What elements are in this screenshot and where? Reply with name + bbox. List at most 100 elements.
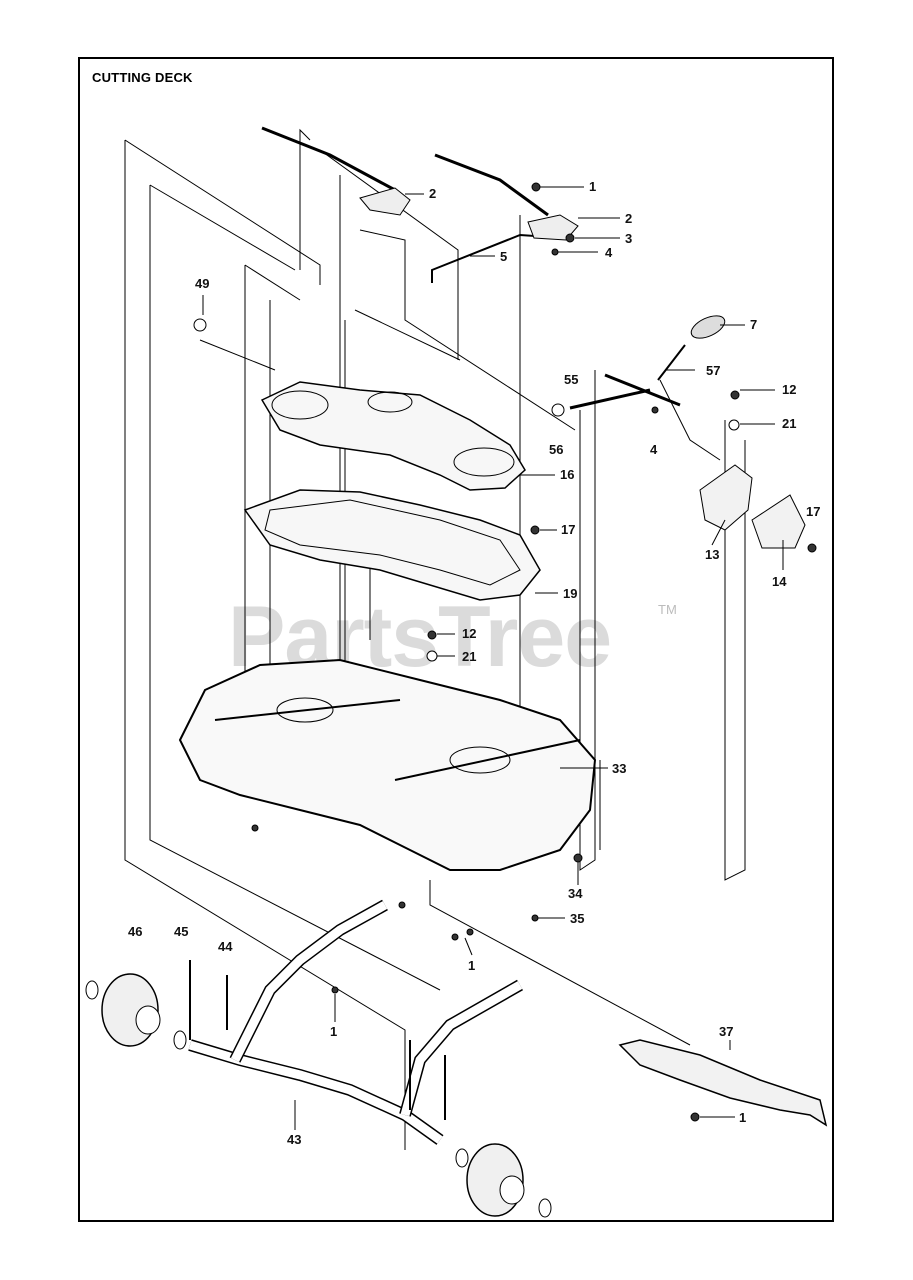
bolt-12b bbox=[427, 630, 437, 640]
wheel-right-hub bbox=[499, 1175, 525, 1205]
callout-13: 13 bbox=[705, 547, 720, 562]
callout-4: 4 bbox=[650, 442, 658, 457]
callout-49: 49 bbox=[195, 276, 210, 291]
washer-56 bbox=[551, 403, 565, 417]
projection-line bbox=[299, 128, 311, 270]
deck-baffle bbox=[618, 1039, 828, 1127]
projection-line bbox=[149, 185, 441, 991]
blade-right bbox=[394, 739, 581, 781]
projection-line bbox=[319, 149, 459, 360]
nut-1d bbox=[690, 1112, 700, 1122]
nut-1c bbox=[331, 986, 339, 994]
callout-56: 56 bbox=[549, 442, 564, 457]
clip-49 bbox=[193, 318, 207, 332]
nut-1b bbox=[451, 933, 459, 941]
nut-1b2 bbox=[466, 928, 474, 936]
belt-guard-inner bbox=[264, 499, 521, 586]
height-plate bbox=[699, 464, 753, 531]
nut-deck-left bbox=[251, 824, 259, 832]
callout-55: 55 bbox=[564, 372, 579, 387]
wheel-left-hub bbox=[135, 1005, 161, 1035]
nut-deck bbox=[398, 901, 406, 909]
callout-3: 3 bbox=[625, 231, 633, 246]
front-lift-shaft bbox=[434, 153, 549, 217]
nut-34 bbox=[573, 853, 583, 863]
callout-34: 34 bbox=[568, 886, 583, 901]
projection-line bbox=[359, 229, 576, 431]
axle-arm-left bbox=[229, 899, 388, 1063]
projection-line bbox=[724, 420, 746, 881]
callout-16: 16 bbox=[560, 467, 575, 482]
projection-line bbox=[659, 379, 721, 461]
washer-right bbox=[455, 1148, 469, 1168]
washer-right-outer bbox=[538, 1198, 552, 1218]
deck-spindle-right bbox=[449, 746, 511, 774]
callout-12: 12 bbox=[462, 626, 477, 641]
nut bbox=[531, 182, 541, 192]
callout-44: 44 bbox=[218, 939, 233, 954]
projection-line bbox=[199, 339, 276, 371]
nut-17b bbox=[530, 525, 540, 535]
callout-1: 1 bbox=[330, 1024, 338, 1039]
callout-43: 43 bbox=[287, 1132, 302, 1147]
axle-arm-right bbox=[399, 979, 523, 1117]
callout-5: 5 bbox=[500, 249, 508, 264]
callout-17: 17 bbox=[806, 504, 821, 519]
bracket-2-front bbox=[527, 214, 579, 241]
callout-1: 1 bbox=[739, 1110, 747, 1125]
bracket-2-rear bbox=[359, 187, 411, 216]
nut-4b bbox=[651, 406, 659, 414]
adjust-rod bbox=[569, 388, 651, 410]
nut-17 bbox=[807, 543, 817, 553]
bolt-12 bbox=[730, 390, 740, 400]
callout-2: 2 bbox=[625, 211, 633, 226]
lever-shaft bbox=[604, 373, 681, 407]
blade-left bbox=[214, 699, 401, 721]
callout-7: 7 bbox=[750, 317, 758, 332]
callout-21: 21 bbox=[782, 416, 797, 431]
callout-17: 17 bbox=[561, 522, 576, 537]
nut-4 bbox=[551, 248, 559, 256]
front-axle-fill bbox=[188, 1040, 443, 1144]
callout-57: 57 bbox=[706, 363, 721, 378]
bolt-3 bbox=[565, 233, 575, 243]
callout-21: 21 bbox=[462, 649, 477, 664]
lift-handle bbox=[657, 344, 686, 381]
nut-35 bbox=[531, 914, 539, 922]
callout-14: 14 bbox=[772, 574, 787, 589]
link-rod-5 bbox=[431, 233, 566, 283]
projection-line bbox=[429, 880, 691, 1046]
diagram-title: CUTTING DECK bbox=[92, 70, 193, 85]
projection-line bbox=[579, 370, 596, 871]
callout-19: 19 bbox=[563, 586, 578, 601]
watermark-trademark: TM bbox=[658, 602, 677, 617]
callout-1: 1 bbox=[468, 958, 476, 973]
axle-arm-left-fill bbox=[230, 901, 388, 1063]
deck-spindle-left bbox=[276, 697, 334, 723]
washer-45-left bbox=[173, 1030, 187, 1050]
belt-cover-hub-center bbox=[367, 391, 413, 413]
callout-46: 46 bbox=[128, 924, 143, 939]
belt-cover bbox=[260, 381, 526, 491]
washer-21 bbox=[728, 419, 740, 431]
projection-line bbox=[124, 140, 406, 1150]
projection-line bbox=[244, 264, 301, 301]
height-indicator bbox=[751, 494, 806, 549]
projection-line bbox=[149, 184, 296, 271]
callout-45: 45 bbox=[174, 924, 189, 939]
belt-cover-hub-left bbox=[271, 390, 329, 420]
handle-knob bbox=[690, 315, 726, 339]
callout-4: 4 bbox=[605, 245, 613, 260]
rear-lift-shaft bbox=[261, 126, 396, 192]
mower-deck bbox=[178, 658, 597, 871]
callout-37: 37 bbox=[719, 1024, 734, 1039]
axle-arm-right-fill bbox=[400, 981, 523, 1117]
callout-12: 12 bbox=[782, 382, 797, 397]
belt-guard bbox=[243, 489, 541, 601]
callout-2: 2 bbox=[429, 186, 437, 201]
belt-cover-hub-right bbox=[453, 447, 515, 477]
washer-21b bbox=[426, 650, 438, 662]
callout-33: 33 bbox=[612, 761, 627, 776]
projection-line bbox=[354, 309, 461, 361]
